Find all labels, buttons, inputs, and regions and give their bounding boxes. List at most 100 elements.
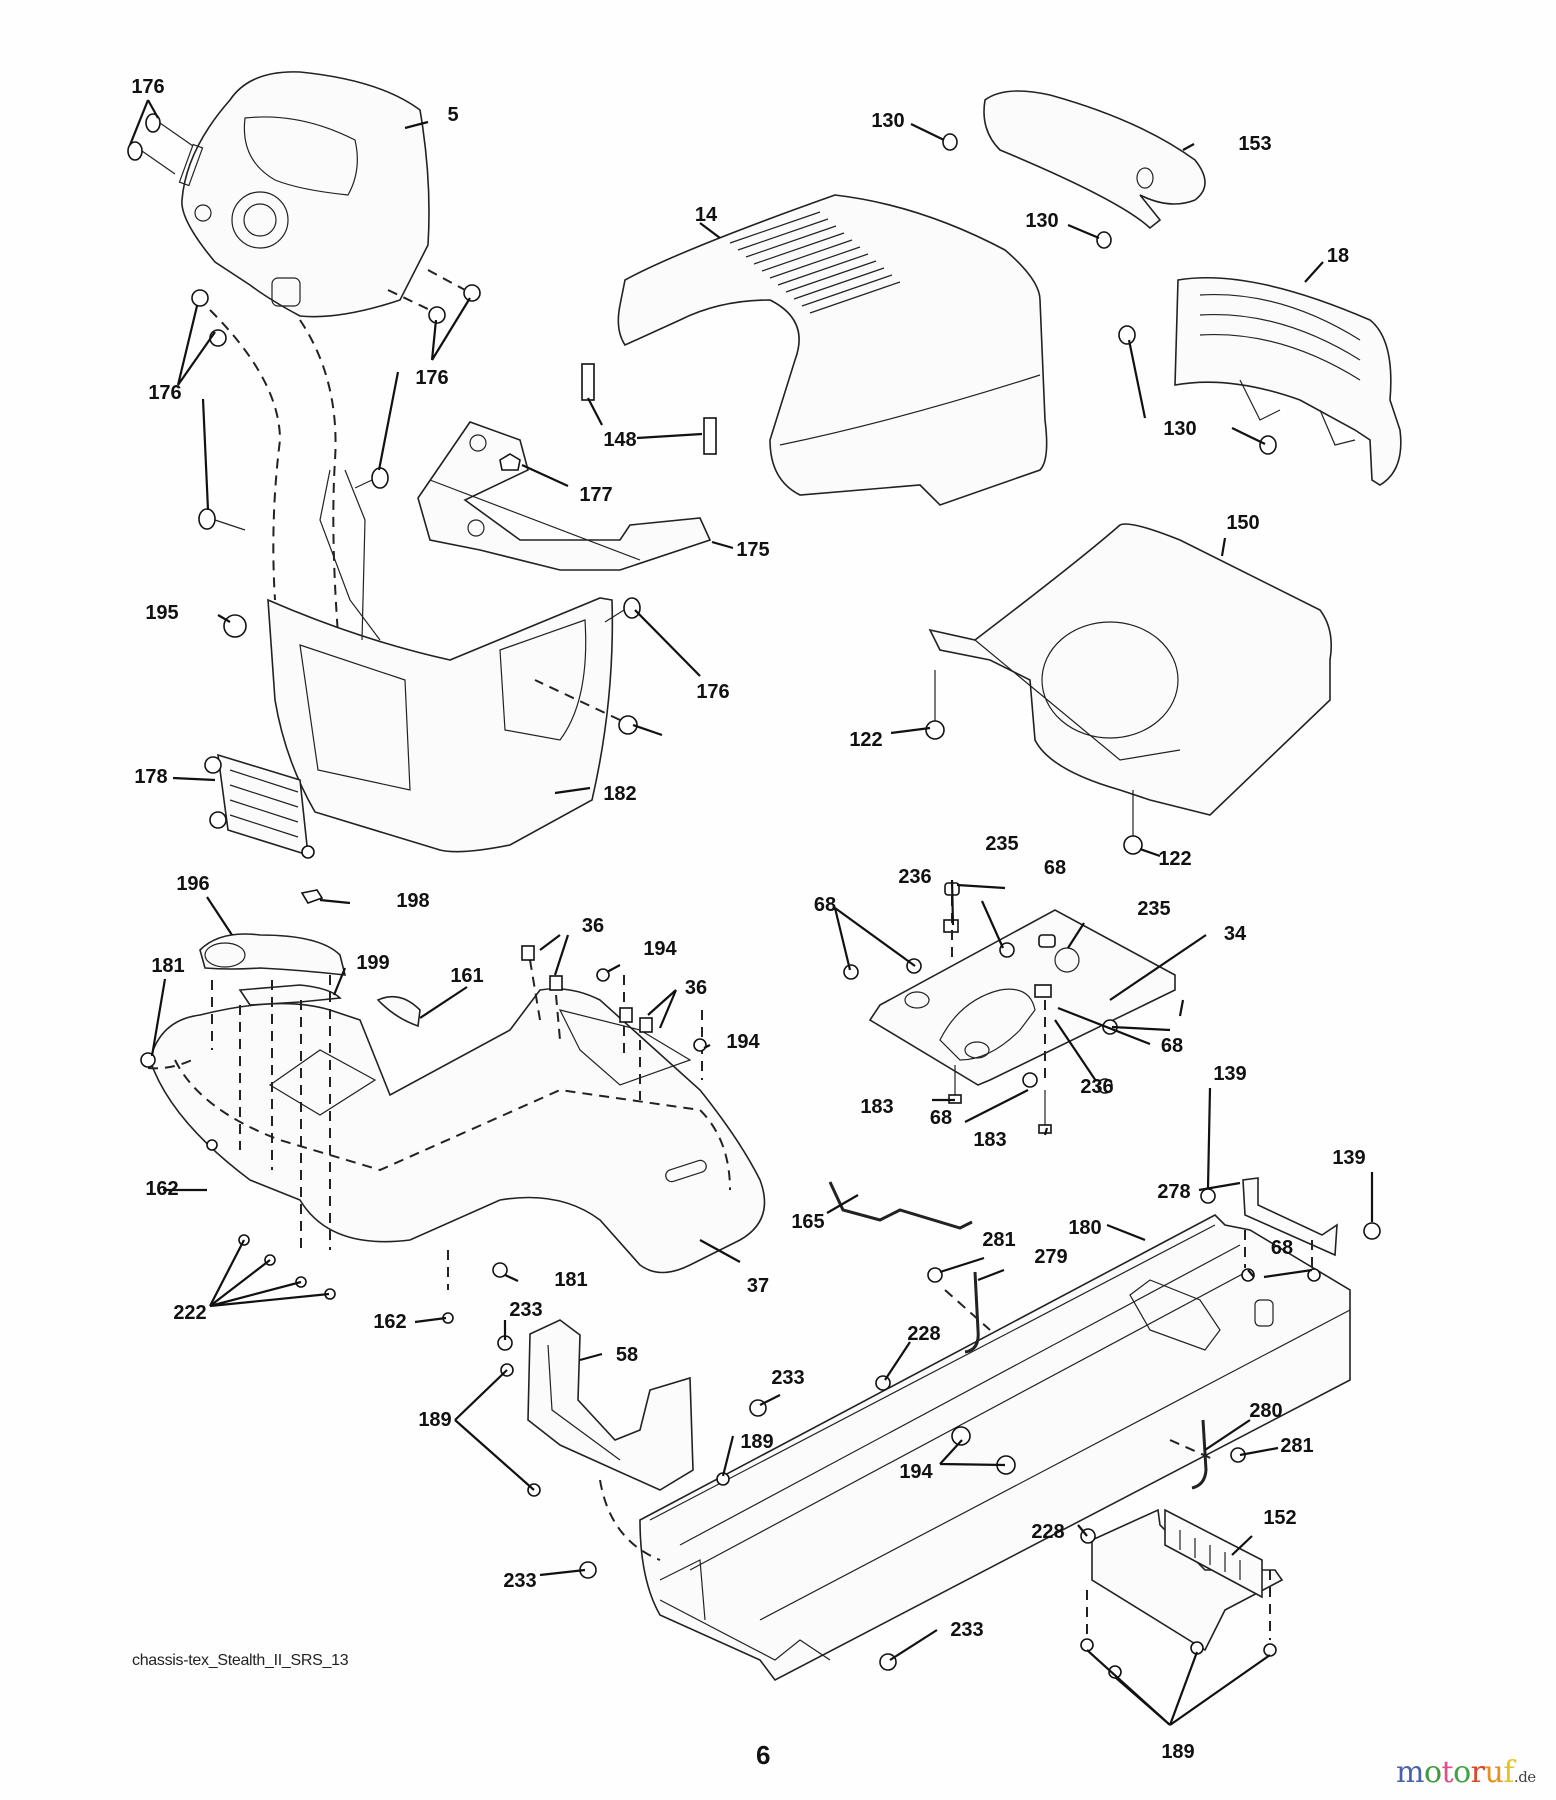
lower-dash-part [267,469,614,853]
callout-14[interactable]: 14 [694,204,718,226]
page-number: 6 [756,1740,771,1770]
callout-180[interactable]: 180 [1068,1217,1102,1239]
callout-233[interactable]: 233 [950,1619,984,1641]
callout-122[interactable]: 122 [1158,848,1192,870]
callout-183[interactable]: 183 [860,1096,894,1118]
callout-236[interactable]: 236 [1080,1076,1114,1098]
callout-194[interactable]: 194 [726,1031,760,1053]
callout-150[interactable]: 150 [1226,512,1260,534]
callout-222[interactable]: 222 [173,1302,207,1324]
callout-181[interactable]: 181 [554,1269,588,1291]
callout-176[interactable]: 176 [415,367,449,389]
callout-58[interactable]: 58 [615,1344,639,1366]
callout-279[interactable]: 279 [1034,1246,1068,1268]
nut-177-part [499,453,521,471]
callout-162[interactable]: 162 [145,1178,179,1200]
headlight-lens-part [983,90,1206,230]
clip-198-part [300,889,324,904]
callout-36[interactable]: 36 [684,977,708,999]
callout-5[interactable]: 5 [447,104,459,126]
callout-189[interactable]: 189 [418,1409,452,1431]
callout-233[interactable]: 233 [509,1299,543,1321]
callout-37[interactable]: 37 [746,1275,770,1297]
callout-189[interactable]: 189 [1161,1741,1195,1763]
plug-195-part [223,614,247,638]
callout-183[interactable]: 183 [973,1129,1007,1151]
battery-tray-part [1091,1508,1284,1652]
callout-176[interactable]: 176 [148,382,182,404]
callout-130[interactable]: 130 [1163,418,1197,440]
grommet-161-part [376,995,421,1028]
callout-165[interactable]: 165 [791,1211,825,1233]
callout-139[interactable]: 139 [1213,1063,1247,1085]
callout-281[interactable]: 281 [982,1229,1016,1251]
callout-122[interactable]: 122 [849,729,883,751]
front-grille-part [1174,276,1402,486]
screws-176-top [127,113,481,347]
callout-198[interactable]: 198 [396,890,430,912]
callout-281[interactable]: 281 [1280,1435,1314,1457]
plate-199-part [238,984,342,1006]
callout-195[interactable]: 195 [145,602,179,624]
screw-130-c [1118,325,1136,345]
callout-233[interactable]: 233 [771,1367,805,1389]
callout-139[interactable]: 139 [1332,1147,1366,1169]
screws-176-lower [198,467,641,735]
grille-178-part [204,753,315,859]
callout-178[interactable]: 178 [134,766,168,788]
callout-130[interactable]: 130 [871,110,905,132]
front-bracket-part [527,1319,694,1491]
callout-162[interactable]: 162 [373,1311,407,1333]
callout-36[interactable]: 36 [581,915,605,937]
diagram-code-caption: chassis-tex_Stealth_II_SRS_13 [132,1652,349,1669]
callout-280[interactable]: 280 [1249,1400,1283,1422]
callout-130[interactable]: 130 [1025,210,1059,232]
callout-182[interactable]: 182 [603,783,637,805]
fuel-cap-surround-196 [199,933,347,976]
callout-153[interactable]: 153 [1238,133,1272,155]
fender-hardware [140,945,707,1324]
logo-tld: .de [1513,1768,1536,1786]
callout-196[interactable]: 196 [176,873,210,895]
callout-68[interactable]: 68 [813,894,837,916]
callout-175[interactable]: 175 [736,539,770,561]
dash-dashed-guides [209,309,341,661]
callout-194[interactable]: 194 [899,1461,933,1483]
callout-68[interactable]: 68 [1270,1237,1294,1259]
logo-letter: u [1484,1755,1504,1790]
callout-228[interactable]: 228 [907,1323,941,1345]
callout-152[interactable]: 152 [1263,1507,1297,1529]
callout-18[interactable]: 18 [1326,245,1350,267]
callout-176[interactable]: 176 [696,681,730,703]
callout-235[interactable]: 235 [1137,898,1171,920]
screws-122 [925,670,1143,855]
callout-68[interactable]: 68 [1043,857,1067,879]
callout-176[interactable]: 176 [131,76,165,98]
callout-236[interactable]: 236 [898,866,932,888]
rod-165-part [828,1181,973,1230]
callout-189[interactable]: 189 [740,1431,774,1453]
screw-130-d [1259,435,1277,455]
engine-plate-part [868,909,1176,1086]
callout-235[interactable]: 235 [985,833,1019,855]
frame-part [639,1214,1351,1682]
callout-194[interactable]: 194 [643,938,677,960]
callout-68[interactable]: 68 [929,1107,953,1129]
callout-181[interactable]: 181 [151,955,185,977]
logo-letter: o [1423,1755,1442,1790]
callout-148[interactable]: 148 [603,429,637,451]
hook-280-part [1191,1419,1208,1490]
leader-lines [128,99,1374,1726]
callout-278[interactable]: 278 [1157,1181,1191,1203]
callout-34[interactable]: 34 [1223,923,1247,945]
bumper-pads-148 [581,363,717,455]
callout-161[interactable]: 161 [450,965,484,987]
callout-233[interactable]: 233 [503,1570,537,1592]
motoruf-watermark-logo: motoruf.de [1396,1758,1536,1788]
callout-68[interactable]: 68 [1160,1035,1184,1057]
callout-199[interactable]: 199 [356,952,390,974]
screw-130-a [942,133,958,151]
callout-177[interactable]: 177 [579,484,613,506]
callout-228[interactable]: 228 [1031,1521,1065,1543]
